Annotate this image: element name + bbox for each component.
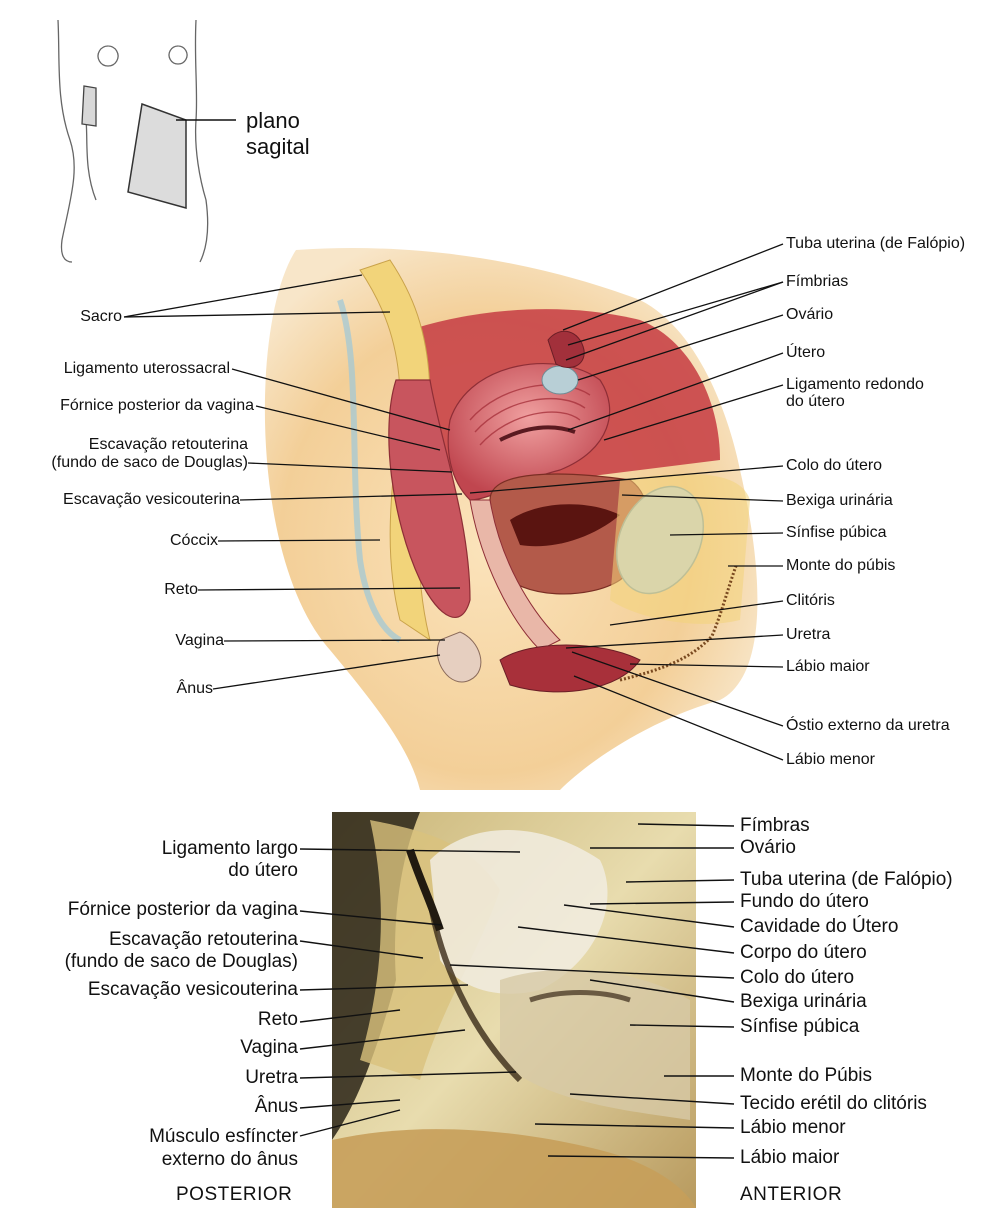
dissection-photo	[332, 812, 696, 1208]
label-sacro: Sacro	[80, 308, 122, 326]
label-tecido-eretil-photo: Tecido erétil do clitóris	[740, 1093, 927, 1114]
label-ligamento-redondo: Ligamento redondo	[786, 376, 924, 394]
label-ligamento-redondo-2: do útero	[786, 393, 845, 411]
label-sinfise-pubica: Sínfise púbica	[786, 524, 887, 542]
label-coccix: Cóccix	[170, 532, 218, 550]
label-musculo-esfincter-2: externo do ânus	[162, 1149, 298, 1170]
label-utero: Útero	[786, 344, 825, 362]
label-reto-photo: Reto	[258, 1009, 298, 1030]
label-cavidade-do-utero-photo: Cavidade do Útero	[740, 916, 898, 937]
label-posterior: POSTERIOR	[176, 1184, 292, 1206]
label-ligamento-largo: Ligamento largo	[162, 838, 298, 859]
label-fimbrias: Fímbrias	[786, 273, 848, 291]
pelvis-illustration	[265, 248, 758, 790]
label-ligamento-uterossacral: Ligamento uterossacral	[64, 360, 230, 378]
label-ovario: Ovário	[786, 306, 833, 324]
label-escavacao-vesicouterina-photo: Escavação vesicouterina	[88, 979, 298, 1000]
label-corpo-do-utero-photo: Corpo do útero	[740, 942, 867, 963]
label-vagina: Vagina	[175, 632, 224, 650]
label-colo-do-utero: Colo do útero	[786, 457, 882, 475]
label-escavacao-vesicouterina: Escavação vesicouterina	[63, 491, 240, 509]
label-tuba-uterina: Tuba uterina (de Falópio)	[786, 235, 965, 253]
label-fimbras-photo: Fímbras	[740, 815, 810, 836]
label-escavacao-retouterina-2: (fundo de saco de Douglas)	[51, 454, 248, 472]
label-bexiga-urinaria-photo: Bexiga urinária	[740, 991, 867, 1012]
label-monte-do-pubis-photo: Monte do Púbis	[740, 1065, 872, 1086]
plane-label-line2: sagital	[246, 134, 310, 160]
plane-label: plano sagital	[246, 108, 310, 160]
label-reto: Reto	[164, 581, 198, 599]
label-bexiga-urinaria: Bexiga urinária	[786, 492, 893, 510]
label-labio-maior: Lábio maior	[786, 658, 870, 676]
label-ovario-photo: Ovário	[740, 837, 796, 858]
label-anus-photo: Ânus	[255, 1096, 298, 1117]
label-anus: Ânus	[177, 680, 213, 698]
label-anterior: ANTERIOR	[740, 1184, 842, 1206]
label-labio-maior-photo: Lábio maior	[740, 1147, 839, 1168]
plane-label-line1: plano	[246, 108, 310, 134]
label-musculo-esfincter: Músculo esfíncter	[149, 1126, 298, 1147]
label-uretra: Uretra	[786, 626, 830, 644]
label-ostio-externo-uretra: Óstio externo da uretra	[786, 717, 950, 735]
label-monte-do-pubis: Monte do púbis	[786, 557, 895, 575]
label-escavacao-retouterina: Escavação retouterina	[89, 436, 248, 454]
sagittal-plane-icon	[82, 86, 96, 126]
label-escavacao-retouterina-photo-2: (fundo de saco de Douglas)	[65, 951, 298, 972]
label-uretra-photo: Uretra	[245, 1067, 298, 1088]
label-labio-menor: Lábio menor	[786, 751, 875, 769]
label-clitoris: Clitóris	[786, 592, 835, 610]
label-colo-do-utero-photo: Colo do útero	[740, 967, 854, 988]
label-vagina-photo: Vagina	[240, 1037, 298, 1058]
label-fundo-do-utero-photo: Fundo do útero	[740, 891, 869, 912]
label-fornice-posterior: Fórnice posterior da vagina	[60, 397, 254, 415]
label-ligamento-largo-2: do útero	[228, 860, 298, 881]
label-labio-menor-photo: Lábio menor	[740, 1117, 846, 1138]
label-tuba-uterina-photo: Tuba uterina (de Falópio)	[740, 869, 953, 890]
label-escavacao-retouterina-photo: Escavação retouterina	[109, 929, 298, 950]
label-fornice-posterior-photo: Fórnice posterior da vagina	[68, 899, 298, 920]
label-sinfise-pubica-photo: Sínfise púbica	[740, 1016, 859, 1037]
